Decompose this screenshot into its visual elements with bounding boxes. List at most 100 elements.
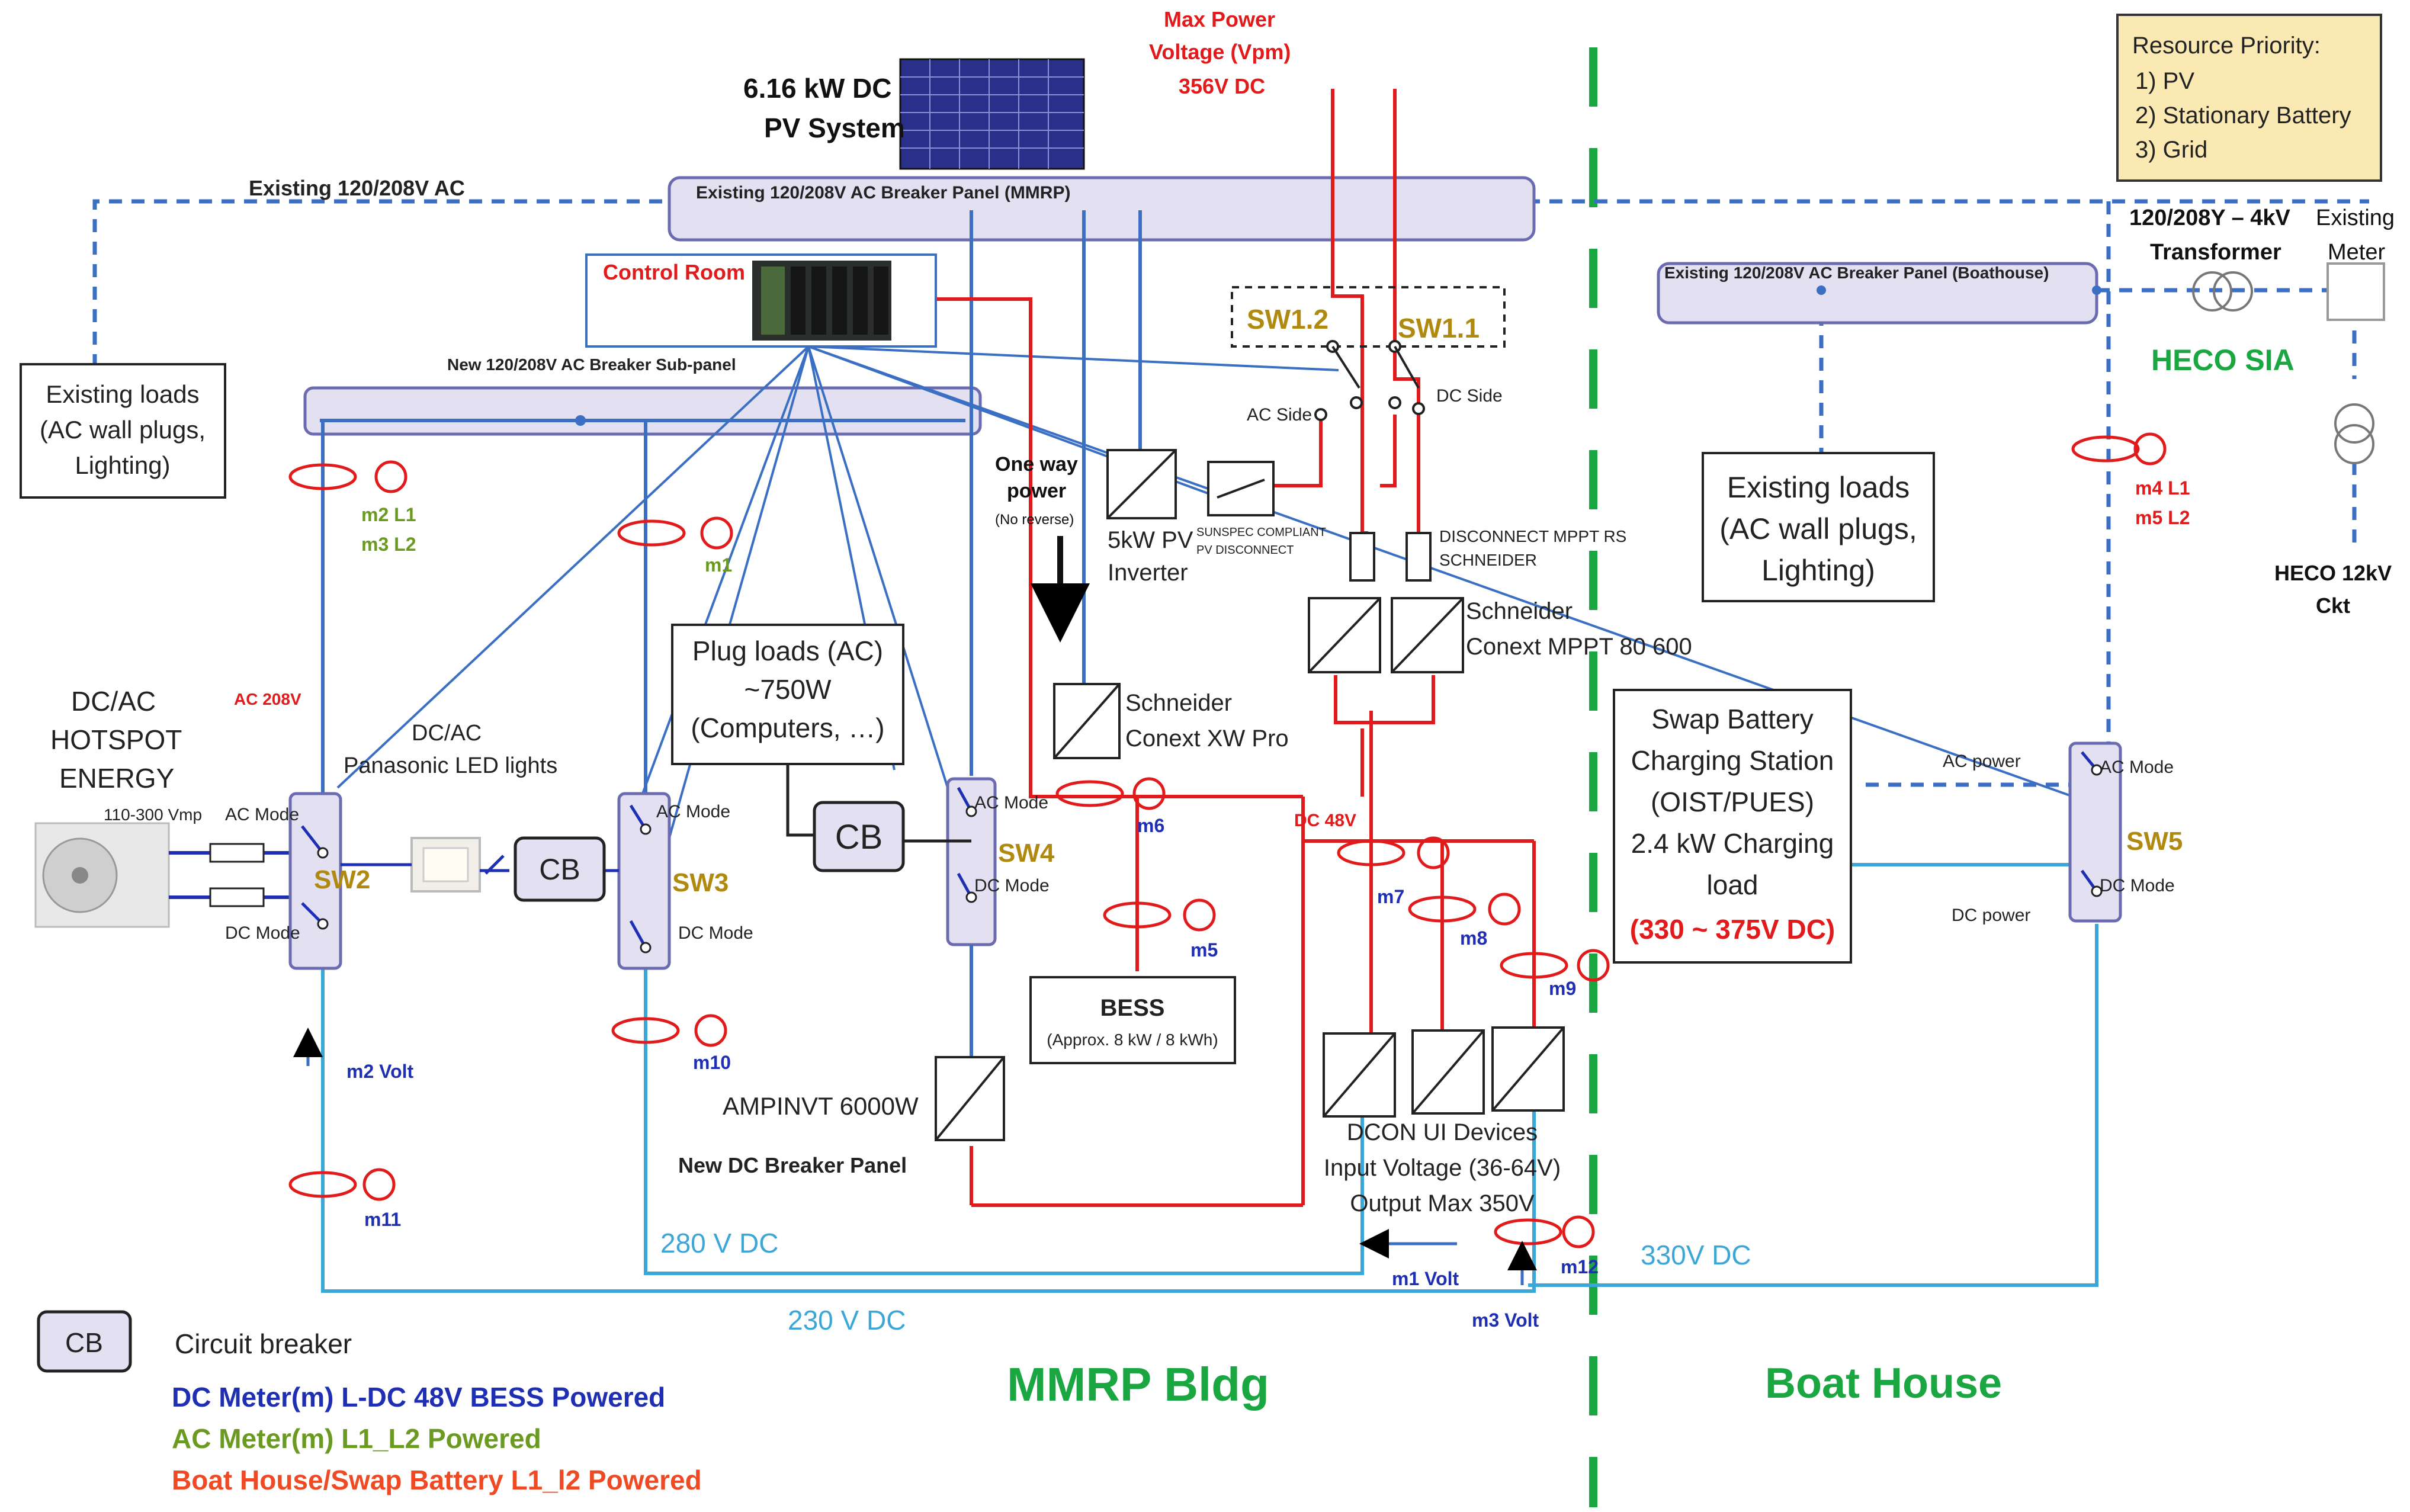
existing-loads-left-line: (AC wall plugs,	[40, 416, 206, 444]
sw5-dc-mode: DC Mode	[2100, 876, 2175, 895]
vpm-label: Max Power	[1164, 7, 1275, 31]
dc-power-label: DC power	[1952, 906, 2030, 925]
ac208-label: AC 208V	[234, 690, 301, 708]
resource-priority-title: Resource Priority:	[2132, 33, 2321, 59]
v230-label: 230 V DC	[788, 1305, 906, 1336]
meter-m3l2: m3 L2	[361, 534, 416, 555]
swap-line: (OIST/PUES)	[1651, 787, 1814, 817]
sw3-ac-mode: AC Mode	[656, 802, 730, 821]
one-way-label: (No reverse)	[995, 512, 1074, 528]
sw4-label: SW4	[998, 839, 1055, 868]
meter-m6: m6	[1137, 815, 1164, 836]
bess-box	[1029, 976, 1236, 1064]
dcon-line: Input Voltage (36-64V)	[1324, 1155, 1561, 1181]
dc48-label: DC 48V	[1294, 811, 1356, 830]
subpanel-label: New 120/208V AC Breaker Sub-panel	[447, 355, 736, 374]
pv-inverter-label: 5kW PV	[1108, 527, 1193, 553]
dc-wiring	[930, 89, 1536, 1207]
swap-line: load	[1707, 869, 1758, 900]
meter-m5l2: m5 L2	[2135, 507, 2190, 528]
v330-label: 330V DC	[1641, 1240, 1751, 1270]
meter-icon	[2326, 262, 2385, 321]
meter-m7: m7	[1377, 886, 1404, 907]
heco-ckt-label: Ckt	[2316, 593, 2350, 618]
ampinvt-label: AMPINVT 6000W	[723, 1092, 919, 1120]
bess-sub: (Approx. 8 kW / 8 kWh)	[1047, 1031, 1218, 1049]
vmp-range-label: 110-300 Vmp	[104, 805, 202, 824]
sw4-ac-mode: AC Mode	[974, 793, 1048, 813]
boathouse-node	[1817, 285, 1826, 295]
pv-inverter-diagonal	[1106, 449, 1177, 519]
meter-m10: m10	[693, 1052, 731, 1073]
resource-priority-box	[2116, 14, 2382, 182]
cb-plug	[813, 801, 905, 872]
priority-item: 3) Grid	[2135, 137, 2207, 163]
sunspec-label: PV DISCONNECT	[1196, 544, 1294, 557]
sw1-switch-blades	[1331, 345, 1420, 389]
cb-plug-label: CB	[835, 818, 883, 856]
vpm-label: Voltage (Vpm)	[1149, 40, 1291, 64]
pv-size-label: 6.16 kW DC	[743, 73, 892, 104]
plug-loads-line: ~750W	[744, 674, 832, 705]
meter-m8: m8	[1460, 927, 1487, 949]
sw12-label: SW1.2	[1247, 304, 1328, 335]
subpanel-node	[575, 415, 586, 426]
dc-side-label: DC Side	[1436, 386, 1503, 406]
mmrp-breaker-panel	[668, 176, 1536, 242]
legend-dc-meter: DC Meter(m) L-DC 48V BESS Powered	[172, 1382, 665, 1413]
hotspot-fuse	[209, 887, 265, 907]
sw3-dc-mode: DC Mode	[678, 923, 753, 943]
sw1-box	[1231, 286, 1506, 348]
pv-system-label: PV System	[764, 113, 905, 143]
hotspot-label: DC/AC	[71, 686, 156, 717]
heco-ckt-label: HECO 12kV	[2274, 561, 2392, 585]
new-ac-subpanel	[303, 386, 982, 436]
hotspot-fuse	[209, 843, 265, 863]
xw-pro-diagonal	[1053, 683, 1121, 759]
mmrp-panel-label: Existing 120/208V AC Breaker Panel (MMRP…	[696, 183, 1070, 203]
meter-m2l1: m2 L1	[361, 504, 416, 525]
mppt-disconnect-icon	[1349, 532, 1375, 582]
meter-m4l1: m4 L1	[2135, 477, 2190, 499]
meter-label: Meter	[2328, 240, 2385, 265]
meter-m3volt: m3 Volt	[1472, 1309, 1539, 1331]
meter-m5: m5	[1190, 939, 1218, 961]
plug-loads-line: (Computers, …)	[691, 712, 884, 743]
existing-loads-left	[20, 363, 226, 499]
ac-side-label: AC Side	[1247, 405, 1312, 425]
boat-house-label: Boat House	[1765, 1360, 2002, 1407]
switch-sw2	[288, 792, 342, 970]
led-label: DC/AC	[412, 721, 482, 746]
mppt-label: Schneider	[1466, 598, 1573, 624]
legend-cb-text: CB	[65, 1327, 103, 1358]
hotspot-label: ENERGY	[59, 763, 174, 794]
sw3-label: SW3	[672, 868, 729, 897]
led-light-inner	[422, 847, 469, 882]
switch-sw5	[2068, 741, 2122, 923]
sw5-ac-mode: AC Mode	[2100, 757, 2174, 777]
disconnect-label: SCHNEIDER	[1439, 551, 1537, 569]
disconnect-label: DISCONNECT MPPT RS	[1439, 527, 1626, 545]
dc-cyan-wiring	[321, 863, 2098, 1293]
sunspec-label: SUNSPEC COMPLIANT	[1196, 526, 1326, 539]
mppt-label: Conext MPPT 80 600	[1466, 634, 1692, 660]
existing-loads-right-line: Existing loads	[1727, 471, 1910, 504]
priority-item: 1) PV	[2135, 68, 2194, 94]
existing-loads-right-line: Lighting)	[1761, 554, 1875, 587]
switch-sw3	[617, 792, 671, 970]
existing-ac-line-label: Existing 120/208V AC	[249, 176, 465, 200]
heco-sia-label: HECO SIA	[2151, 344, 2295, 377]
sw4-dc-mode: DC Mode	[974, 876, 1050, 895]
meter-m12: m12	[1561, 1256, 1599, 1277]
led-wiring	[341, 855, 619, 875]
existing-loads-left-line: Lighting)	[75, 451, 170, 479]
legend-cb-label: Circuit breaker	[175, 1328, 352, 1359]
pv-inverter-label: Inverter	[1108, 560, 1188, 586]
existing-loads-right	[1702, 452, 1935, 602]
sw2-label: SW2	[314, 865, 370, 894]
ac-power-label: AC power	[1943, 752, 2021, 771]
mppt-disconnect-icon	[1405, 532, 1432, 582]
transformer-label: 120/208Y – 4kV	[2129, 206, 2291, 230]
led-label: Panasonic LED lights	[344, 753, 557, 778]
